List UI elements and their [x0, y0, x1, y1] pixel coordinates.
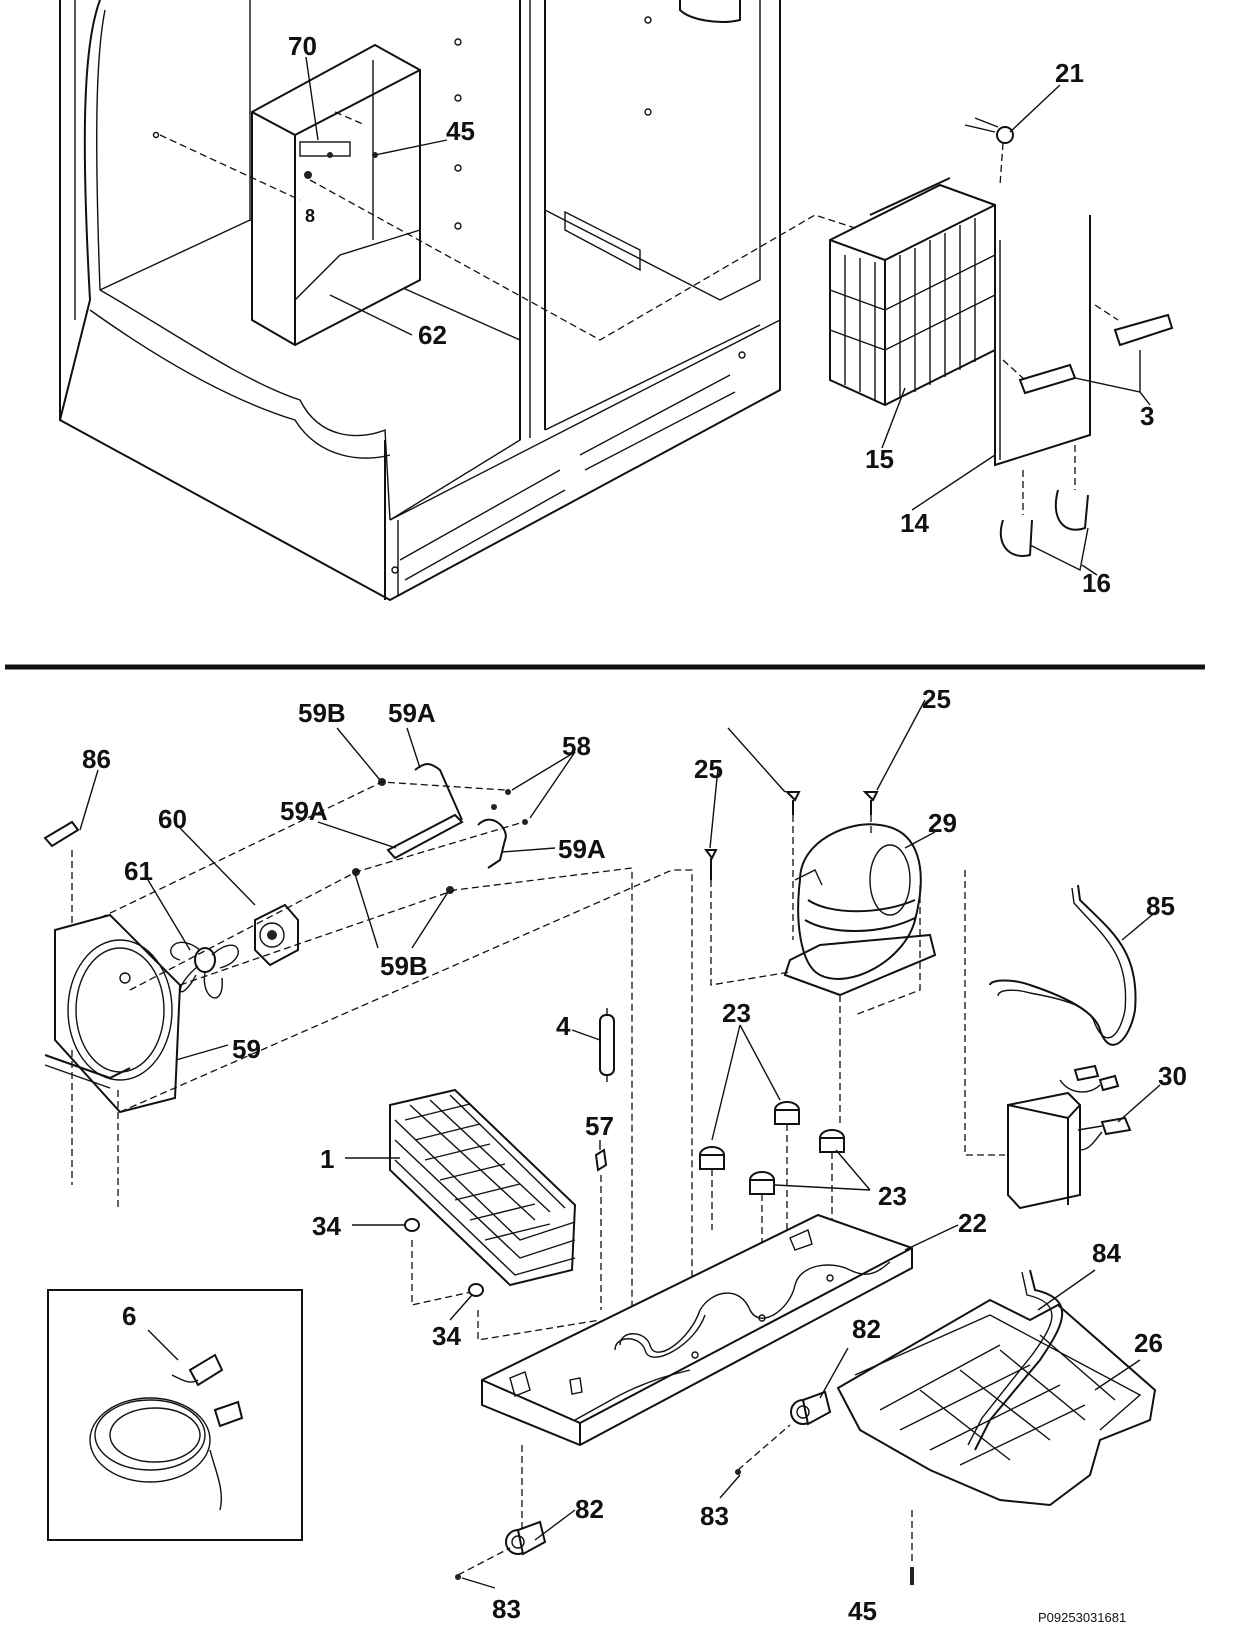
- drawing-code: P09253031681: [1038, 1610, 1126, 1625]
- clip-34-upper: [404, 1218, 420, 1232]
- callout-16: 16: [1082, 568, 1111, 598]
- callout-29: 29: [928, 808, 957, 838]
- upper-callouts: 70 45 62 21 15 14 3 16: [288, 31, 1154, 598]
- callout-25-right: 25: [922, 684, 951, 714]
- callout-25-left: 25: [694, 754, 723, 784]
- callout-23-bottom: 23: [878, 1181, 907, 1211]
- condenser-fan-assembly: [43, 763, 693, 1340]
- callout-23-top: 23: [722, 998, 751, 1028]
- callout-45-lower: 45: [848, 1596, 877, 1626]
- leader-lines: [79, 56, 1161, 1589]
- callout-85: 85: [1146, 891, 1175, 921]
- callout-34-left: 34: [312, 1211, 341, 1241]
- clip-34-lower: [468, 1283, 484, 1297]
- tube-85: [989, 884, 1137, 1046]
- callout-3: 3: [1140, 401, 1154, 431]
- callout-86: 86: [82, 744, 111, 774]
- callout-59a-left: 59A: [280, 796, 328, 826]
- callout-14: 14: [900, 508, 929, 538]
- callout-59b-top: 59B: [298, 698, 346, 728]
- svg-text:8: 8: [305, 206, 315, 226]
- drain-pan-26: [836, 1269, 1157, 1585]
- callout-70: 70: [288, 31, 317, 61]
- callout-61: 61: [124, 856, 153, 886]
- condenser-coil-1: [389, 1088, 601, 1341]
- callout-83-left: 83: [492, 1594, 521, 1624]
- callout-58: 58: [562, 731, 591, 761]
- power-cord-inset: [47, 1289, 303, 1541]
- relay-overload-30: [1007, 1064, 1132, 1210]
- spacers-and-screws: [455, 1390, 832, 1580]
- callout-45-upper: 45: [446, 116, 475, 146]
- callout-84: 84: [1092, 1238, 1121, 1268]
- lower-callouts: 86 59B 59A 58 59A 59A 60 61 59B 59 25 25…: [82, 684, 1187, 1626]
- base-plate-22: [481, 1213, 913, 1447]
- dryer-4: [599, 1008, 615, 1082]
- ice-bucket-assembly: 8: [159, 43, 856, 347]
- cabinet-drawing: [59, 0, 781, 602]
- compressor-assembly: [699, 791, 1005, 1270]
- callout-59: 59: [232, 1034, 261, 1064]
- callout-82-right: 82: [852, 1314, 881, 1344]
- tube-85-inner: [997, 887, 1127, 1039]
- callout-30: 30: [1158, 1061, 1187, 1091]
- callout-4: 4: [556, 1011, 571, 1041]
- callout-26: 26: [1134, 1328, 1163, 1358]
- callout-60: 60: [158, 804, 187, 834]
- callout-1: 1: [320, 1144, 334, 1174]
- callout-59a-top: 59A: [388, 698, 436, 728]
- evaporator-assembly: [829, 117, 1174, 572]
- callout-59a-right: 59A: [558, 834, 606, 864]
- callout-6: 6: [122, 1301, 136, 1331]
- callout-22: 22: [958, 1208, 987, 1238]
- callout-15: 15: [865, 444, 894, 474]
- callout-21: 21: [1055, 58, 1084, 88]
- callout-57: 57: [585, 1111, 614, 1141]
- callout-82-left: 82: [575, 1494, 604, 1524]
- callout-59b-bottom: 59B: [380, 951, 428, 981]
- callout-34-bottom: 34: [432, 1321, 461, 1351]
- callout-83-right: 83: [700, 1501, 729, 1531]
- callout-62: 62: [418, 320, 447, 350]
- clip-57: [594, 1148, 608, 1172]
